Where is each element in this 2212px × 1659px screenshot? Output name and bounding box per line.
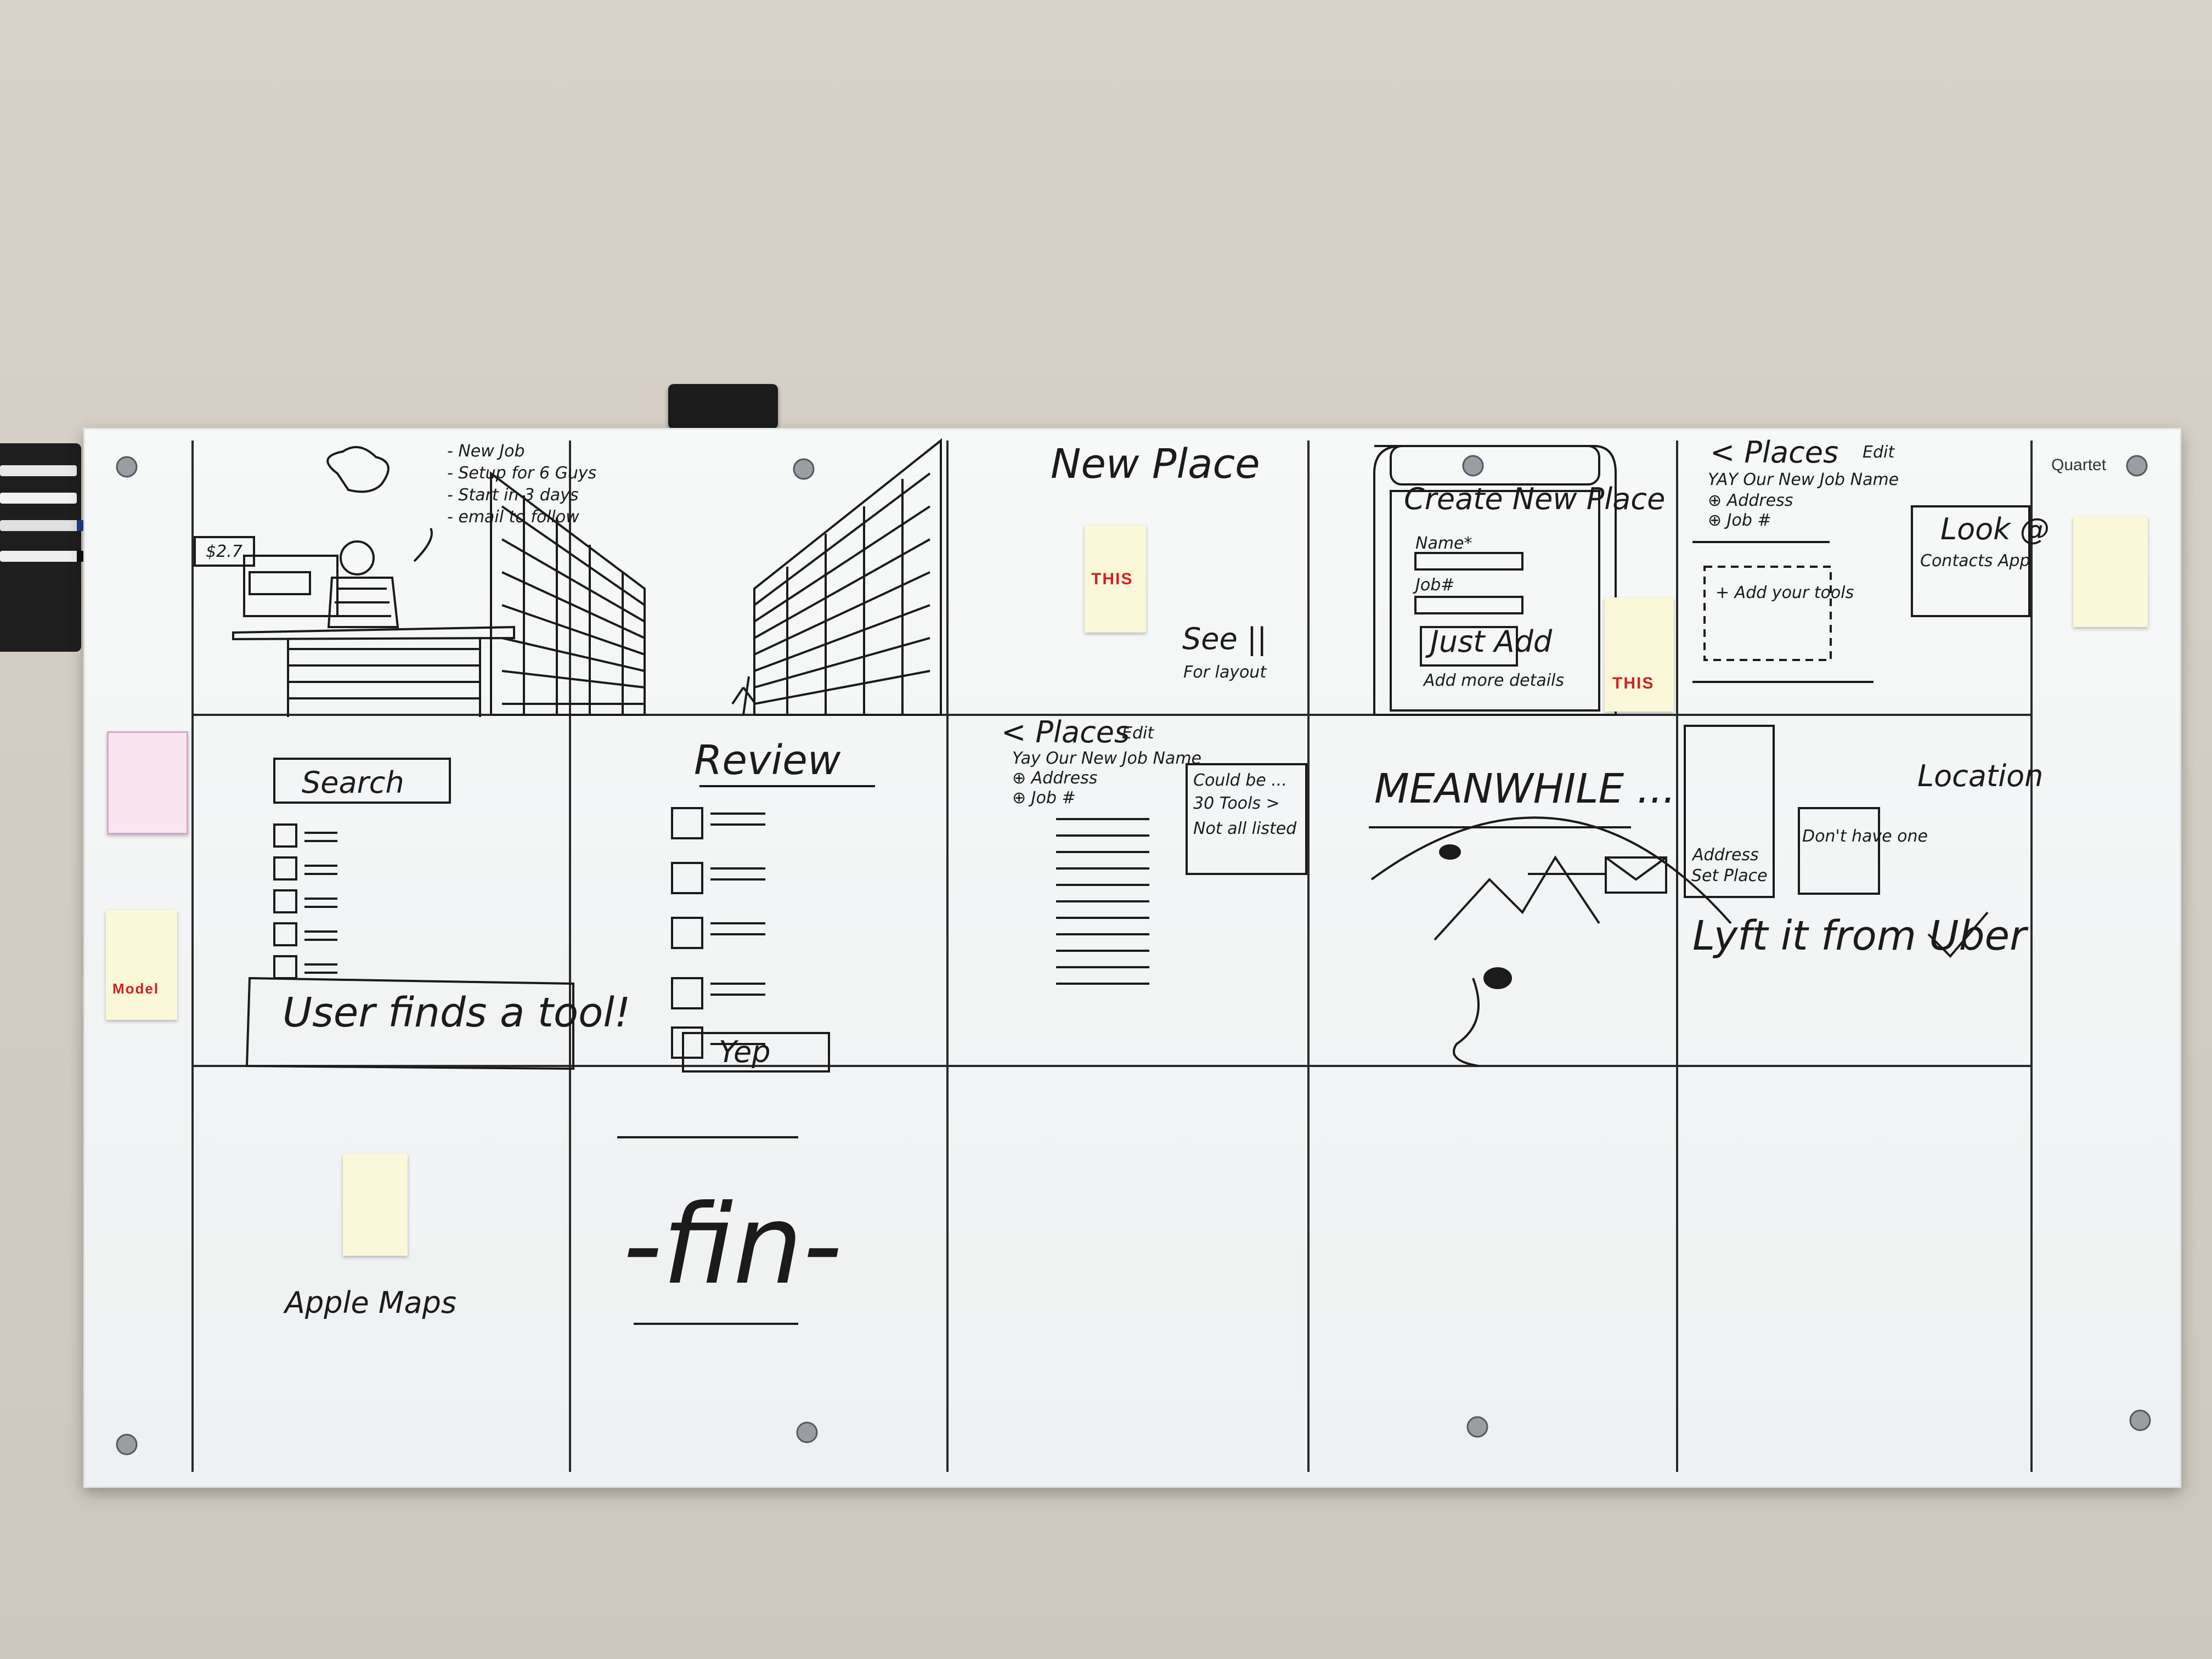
address-field: ⊕ Address [1012,769,1098,788]
just-add-button: Just Add [1430,624,1553,659]
address-field: ⊕ Address [1708,491,1793,510]
search-field: Search [302,765,404,800]
sticky-note-pink [107,731,188,834]
eraser[interactable] [668,384,778,429]
job-label: Job# [1415,575,1455,595]
job-name: YAY Our New Job Name [1708,470,1899,489]
callout-line: 30 Tools > [1193,794,1280,813]
brand-label: Quartet [2051,456,2107,474]
name-label: Name* [1415,534,1472,553]
user-finds-caption: User finds a tool! [283,989,631,1036]
marker-black[interactable] [0,551,84,562]
yep-button: Yep [719,1035,771,1069]
sticky-label: THIS [1612,674,1655,692]
sticky-note [343,1154,408,1256]
job-name: Yay Our New Job Name [1012,749,1201,768]
sticky-note: THIS [1085,525,1146,633]
lyft-caption: Lyft it from Uber [1692,912,2027,960]
create-place-title: Create New Place [1404,482,1666,516]
look-at: Look @ [1940,512,2050,546]
meanwhile-title: MEANWHILE ... [1374,765,1676,812]
apple-maps-caption: Apple Maps [285,1285,456,1320]
price-tag: $2.7 [206,542,242,561]
sticky-note: THIS [1605,597,1674,712]
job-number: ⊕ Job # [1708,511,1771,530]
note-line: - New Job [447,442,525,461]
set-place-button: Set Place [1691,866,1768,885]
job-number: ⊕ Job # [1012,788,1076,808]
marker-blue[interactable] [0,520,84,531]
marker-tray [0,443,84,652]
fin-title: -fin- [623,1181,843,1309]
places-back: < Places [1001,715,1130,749]
dont-have-one: Don't have one [1802,827,1928,846]
places-back: < Places [1710,435,1839,470]
board-drawings [116,438,2151,1472]
sticky-label: THIS [1091,570,1133,588]
layout-note: For layout [1183,663,1267,682]
new-place-title: New Place [1051,441,1260,488]
contacts-app: Contacts App [1920,551,2030,571]
location-label: Location [1917,759,2044,793]
sticky-label: Model [112,980,160,997]
callout-line: Could be ... [1193,771,1287,790]
address-field: Address [1692,845,1759,865]
add-tools: + Add your tools [1716,583,1854,602]
add-details-link: Add more details [1424,671,1564,690]
note-line: - email to follow [447,507,579,527]
review-title: Review [694,737,841,784]
whiteboard: Quartet $2.7 - New Job - Setup for 6 Guy… [83,428,2181,1488]
marker-white[interactable] [0,493,77,504]
sticky-note: Model [106,910,177,1020]
marker-white[interactable] [0,465,77,476]
edit-label: Edit [1863,443,1895,462]
note-line: - Start in 3 days [447,486,579,505]
sticky-note [2073,516,2148,627]
edit-label: Edit [1122,724,1154,743]
see-note: See || [1182,622,1267,656]
callout-line: Not all listed [1193,819,1297,838]
note-line: - Setup for 6 Guys [447,464,597,483]
